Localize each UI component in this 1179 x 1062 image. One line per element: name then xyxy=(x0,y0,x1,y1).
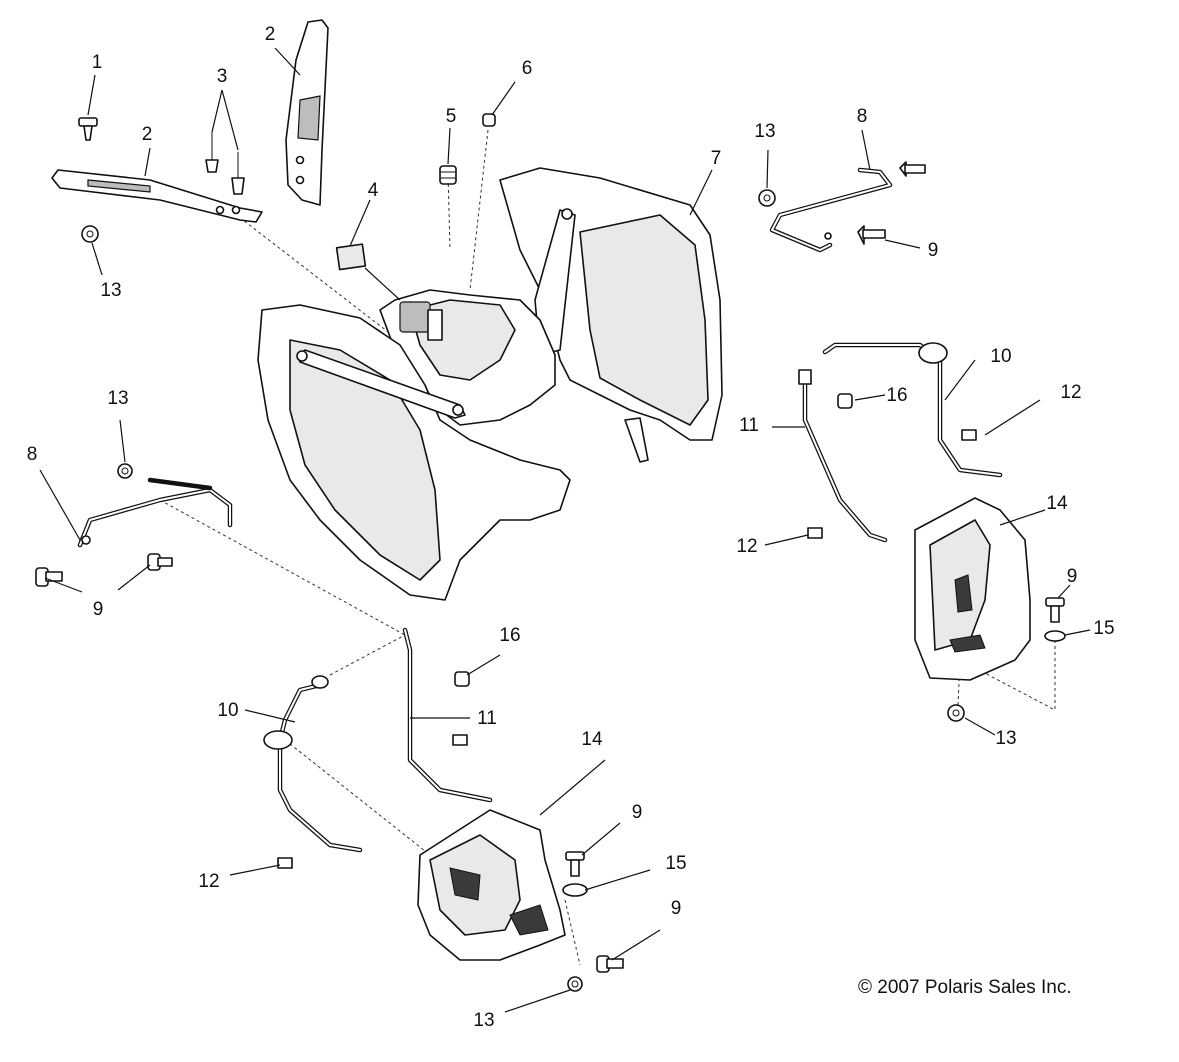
decal xyxy=(335,243,367,271)
callout-14: 14 xyxy=(581,729,603,750)
leader-lines xyxy=(39,47,1091,1013)
callout-8: 8 xyxy=(27,444,38,465)
callout-9: 9 xyxy=(632,802,643,823)
bolts xyxy=(35,161,1065,973)
callout-15: 15 xyxy=(665,853,686,874)
nuts xyxy=(81,189,965,992)
bracket-left xyxy=(51,169,263,223)
callout-11: 11 xyxy=(739,415,759,436)
support-rods-bottom xyxy=(263,627,493,869)
callout-6: 6 xyxy=(522,58,533,79)
callout-16: 16 xyxy=(886,385,907,406)
footrest-bracket-left xyxy=(77,477,233,548)
alignment-lines xyxy=(159,129,1056,966)
callout-14: 14 xyxy=(1046,493,1068,514)
callout-9: 9 xyxy=(1067,566,1078,587)
callout-10: 10 xyxy=(217,700,238,721)
rear-fender xyxy=(257,167,723,601)
support-rods-right xyxy=(798,342,1003,543)
callout-4: 4 xyxy=(368,180,379,201)
callout-11: 11 xyxy=(477,708,497,729)
bolt-9-mid-right xyxy=(857,225,886,245)
callout-1: 1 xyxy=(92,52,103,73)
callout-12: 12 xyxy=(736,536,757,557)
grommet xyxy=(439,165,457,185)
washers xyxy=(562,630,1066,897)
callout-13: 13 xyxy=(473,1010,494,1031)
mud-flap-right xyxy=(914,497,1031,681)
callout-2: 2 xyxy=(142,124,153,145)
bolt-16 xyxy=(454,393,853,687)
bolt-9-bottom-b xyxy=(596,955,624,973)
mud-flap-bottom xyxy=(417,809,566,961)
callout-10: 10 xyxy=(990,346,1011,367)
callout-9: 9 xyxy=(928,240,939,261)
screw xyxy=(482,113,496,127)
footrest-bracket-right xyxy=(769,167,893,253)
bolt-9-top-right xyxy=(899,161,926,177)
bolt-9-right xyxy=(1045,597,1065,623)
callout-12: 12 xyxy=(1060,382,1081,403)
bolt-9-bottom-a xyxy=(565,851,585,877)
callout-12: 12 xyxy=(198,871,219,892)
callout-2: 2 xyxy=(265,24,276,45)
callout-3: 3 xyxy=(217,66,228,87)
callout-9: 9 xyxy=(93,599,104,620)
callout-16: 16 xyxy=(499,625,520,646)
callout-13: 13 xyxy=(754,121,775,142)
callout-13: 13 xyxy=(995,728,1016,749)
callout-9: 9 xyxy=(671,898,682,919)
copyright-notice: © 2007 Polaris Sales Inc. xyxy=(858,977,1072,998)
callout-8: 8 xyxy=(857,106,868,127)
bolt-9-left-b xyxy=(147,553,173,571)
callout-13: 13 xyxy=(107,388,128,409)
rivets xyxy=(205,132,245,195)
callout-15: 15 xyxy=(1093,618,1114,639)
bracket-top xyxy=(285,19,329,206)
callout-labels: 1 2 2 3 4 5 6 7 8 8 9 9 9 9 9 10 10 11 1… xyxy=(27,24,1115,1031)
callout-13: 13 xyxy=(100,280,121,301)
callout-7: 7 xyxy=(711,148,722,169)
callout-5: 5 xyxy=(446,106,457,127)
push-rivet xyxy=(78,117,98,141)
